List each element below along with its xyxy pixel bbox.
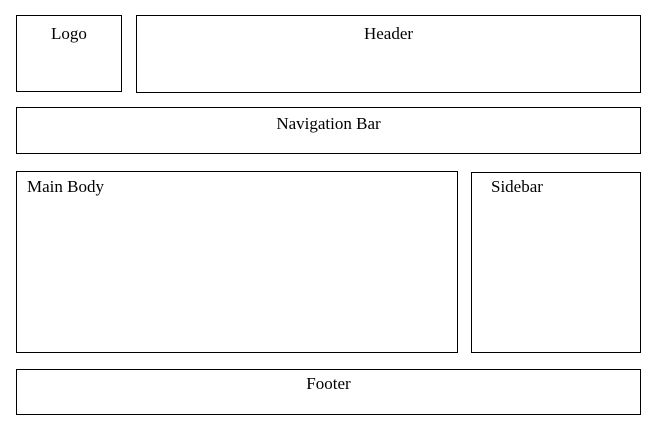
- logo-box: Logo: [16, 15, 122, 92]
- navigation-bar-label: Navigation Bar: [276, 114, 381, 133]
- header-box: Header: [136, 15, 641, 93]
- navigation-bar-box: Navigation Bar: [16, 107, 641, 154]
- sidebar-label: Sidebar: [491, 177, 543, 196]
- logo-label: Logo: [51, 24, 87, 43]
- main-body-box: Main Body: [16, 171, 458, 353]
- header-label: Header: [363, 24, 414, 43]
- main-body-label: Main Body: [27, 177, 104, 196]
- sidebar-box: Sidebar: [471, 172, 641, 353]
- footer-label: Footer: [306, 374, 351, 393]
- footer-box: Footer: [16, 369, 641, 415]
